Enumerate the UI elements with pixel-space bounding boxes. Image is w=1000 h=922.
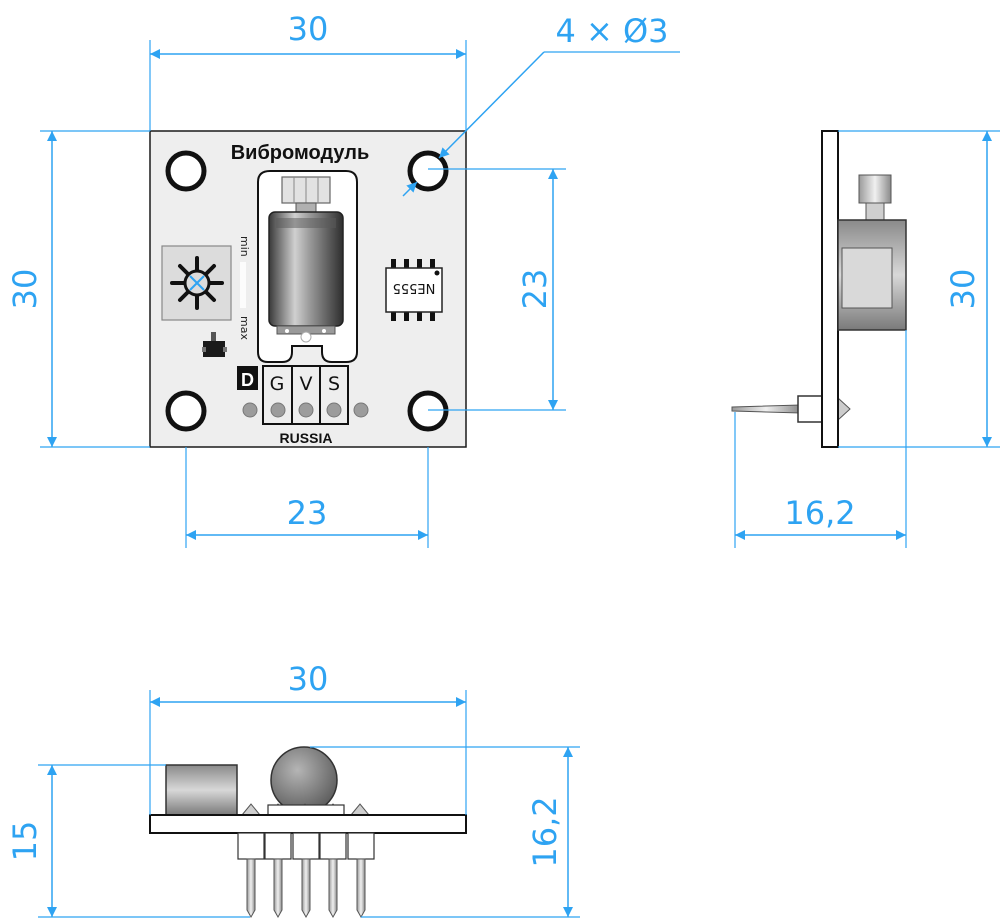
header-pads (242, 402, 369, 418)
dimension-left-height-label: 30 (6, 269, 44, 310)
digital-badge-label: D (241, 370, 254, 390)
ne555-chip: NE555 (385, 259, 443, 321)
vibration-motor (268, 211, 344, 327)
dimension-bottom-height-left-label: 15 (6, 821, 44, 862)
dimension-hole-horizontal-label: 23 (287, 494, 328, 532)
pin-v-label: V (300, 373, 313, 395)
digital-badge (237, 366, 258, 390)
side-pin-housing (797, 395, 825, 423)
transistor (203, 341, 225, 357)
dimension-holes: 4 × Ø3 (402, 12, 680, 197)
pot-max-label: max (238, 316, 251, 340)
dimension-hole-vertical-label: 23 (516, 269, 554, 310)
board-title: Вибромодуль (231, 142, 370, 164)
dimension-side-depth-label: 16,2 (784, 494, 855, 532)
front-motor (270, 746, 338, 814)
dimension-left-height: 30 (6, 130, 150, 448)
dimension-side-height-label: 30 (944, 269, 982, 310)
dimension-top-width-label: 30 (288, 10, 329, 48)
dimension-bottom-width: 30 (149, 660, 467, 815)
pin-g-label: G (270, 373, 285, 395)
pot-min-label: min (238, 236, 251, 257)
front-view: 30 15 16,2 (6, 660, 580, 919)
mounting-hole-top-right (407, 150, 449, 192)
dimension-holes-label: 4 × Ø3 (555, 12, 668, 50)
dimension-hole-horizontal: 23 (185, 447, 429, 548)
pin-s-label: S (328, 373, 340, 395)
front-header (237, 832, 375, 860)
side-view: 30 16,2 (731, 130, 1000, 548)
front-board (149, 814, 467, 834)
mounting-hole-top-left (165, 150, 207, 192)
dimension-bottom-width-label: 30 (288, 660, 329, 698)
top-view: Вибромодуль min max (6, 10, 680, 548)
side-board (821, 130, 839, 448)
mounting-hole-bottom-right (407, 390, 449, 432)
side-motor-shaft (858, 174, 892, 204)
dimension-bottom-height-left: 15 (6, 764, 250, 918)
chip-marking: NE555 (393, 280, 436, 295)
dimension-bottom-height-right-label: 16,2 (526, 796, 564, 867)
dimension-side-depth: 16,2 (734, 330, 907, 548)
mounting-hole-bottom-left (165, 390, 207, 432)
pin-header-labels: G V S (262, 365, 349, 425)
dimension-hole-vertical: 23 (428, 168, 566, 411)
side-pin (731, 404, 801, 414)
dimension-side-height: 30 (838, 130, 1000, 448)
dimension-top-width: 30 (149, 10, 467, 131)
dimension-bottom-height-right: 16,2 (310, 746, 580, 918)
front-pins (246, 858, 366, 919)
front-potentiometer (165, 764, 238, 816)
country-label: RUSSIA (280, 430, 333, 446)
motor-solder-pad (300, 331, 312, 343)
